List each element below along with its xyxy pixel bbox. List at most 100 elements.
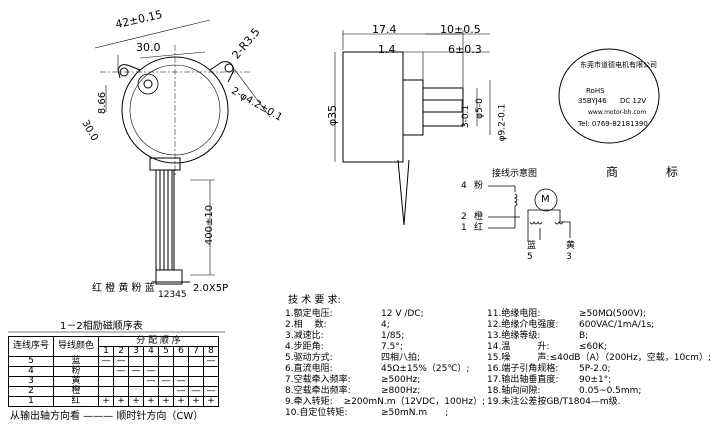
stamp-company: 东莞市道德电机有限公司 xyxy=(580,61,657,69)
dim-phi35: φ35 xyxy=(326,104,340,127)
step-header: 3 xyxy=(128,346,144,357)
dim-phi92: φ9.2-0.1 xyxy=(497,103,508,142)
spec-row: 15.噪 声:≤40dB（A）（200Hz，空载，10cm）; xyxy=(487,353,711,364)
wiring-left-color: 红 xyxy=(474,223,484,233)
wiring-bottom-num: 3 xyxy=(566,252,572,262)
table-title: 1－2相励磁顺序表 xyxy=(60,321,143,332)
step-header: 1 xyxy=(98,346,114,357)
spec-row: 6.直流电阻:45Ω±15%（25℃）; xyxy=(285,364,485,375)
row-color: 橙 xyxy=(53,386,99,397)
specs-right-list: 11.绝缘电阻: ≥50MΩ(500V); 12.绝缘介电强度: 600VAC/1mA… xyxy=(487,309,711,408)
row-color: 红 xyxy=(53,396,99,407)
wiring-diagram xyxy=(488,185,571,242)
wiring-left-num: 1 xyxy=(461,223,467,233)
spec-label: 7.空载牵入频率: xyxy=(285,375,351,385)
front-dimension-lines xyxy=(94,19,271,276)
dim-301: 3-0.1 xyxy=(461,104,472,129)
spec-value: ≥500Hz; xyxy=(381,375,421,385)
spec-row: 2.相 数: 4; xyxy=(285,320,485,331)
spec-value: B; xyxy=(579,331,589,341)
spec-label: 13.绝缘等级: xyxy=(487,331,541,341)
wiring-left-num: 2 xyxy=(461,212,467,222)
wiring-left-color: 橙 xyxy=(474,212,484,222)
spec-value: 1/85; xyxy=(381,331,405,341)
step-header: 5 xyxy=(158,346,174,357)
row-no: 5 xyxy=(8,356,54,367)
row-no: 2 xyxy=(8,386,54,397)
spec-value: 7.5°; xyxy=(381,342,403,352)
spec-label: 16.端子引角规格: xyxy=(487,364,559,374)
row-color: 蓝 xyxy=(53,356,99,367)
spec-row: 13.绝缘等级: B; xyxy=(487,331,711,342)
stamp-voltage: DC 12V xyxy=(620,97,647,105)
spec-label: 5.驱动方式: xyxy=(285,353,333,363)
wiring-title: 接线示意图 xyxy=(492,169,538,179)
row-color: 粉 xyxy=(53,366,99,377)
connector-label: 2.0X5P xyxy=(193,283,229,294)
spec-value: ≥50MΩ(500V); xyxy=(579,309,647,319)
stamp-model: 35BYJ46 xyxy=(578,97,607,105)
stamp-rohs: RoHS xyxy=(586,87,605,95)
step-header: 2 xyxy=(113,346,129,357)
dim-174: 17.4 xyxy=(372,23,397,36)
stamp-tel: Tel: 0769-82181390 xyxy=(578,120,648,128)
spec-row: 4.步距角: 7.5°; xyxy=(285,342,485,353)
spec-row: 5.驱动方式:四相八拍; xyxy=(285,353,485,364)
stamp-outline xyxy=(558,48,660,144)
spec-label: 12.绝缘介电强度: xyxy=(487,320,559,330)
spec-value: ≤40dB（A）（200Hz，空载，10cm）; xyxy=(549,353,711,363)
step-header: 8 xyxy=(203,346,219,357)
spec-value: 4; xyxy=(381,320,390,330)
spec-row: 18.轴向间隙:0.05~0.5mm; xyxy=(487,386,711,397)
dim-phi5: φ5-0 xyxy=(474,98,485,119)
spec-label: 1.额定电压: xyxy=(285,309,333,319)
spec-label: 3.减速比: xyxy=(285,331,324,341)
dim-14: 1.4 xyxy=(378,43,396,56)
spec-label: 11.绝缘电阻: xyxy=(487,309,541,319)
dim-30: 30.0 xyxy=(136,41,161,54)
col-header: 导线颜色 xyxy=(53,336,99,357)
dim-866: 8.66 xyxy=(97,91,109,115)
spec-value: 600VAC/1mA/1s; xyxy=(579,320,655,330)
spec-value: 12 V /DC; xyxy=(381,309,424,319)
spec-row: 7.空载牵入频率: ≥500Hz; xyxy=(285,375,485,386)
stamp-web: www.motor-bh.com xyxy=(588,109,647,116)
spec-label: 4.步距角: xyxy=(285,342,324,352)
spec-row: 9.牵入转矩:≥200mN.m（12VDC，100Hz）; xyxy=(285,397,485,408)
spec-label: 8.空载牵出频率: xyxy=(285,386,351,396)
wiring-bottom-num: 5 xyxy=(527,252,533,262)
trademark-label: 商 标 xyxy=(606,165,679,179)
spec-row: 12.绝缘介电强度: 600VAC/1mA/1s; xyxy=(487,320,711,331)
specs-title: 技 术 要 求: xyxy=(288,295,341,306)
row-no: 3 xyxy=(8,376,54,387)
spec-row: 8.空载牵出频率:≥800Hz; xyxy=(285,386,485,397)
specs-left-list: 1.额定电压:12 V /DC;2.相 数:4;3.减速比:1/85;4.步距角… xyxy=(285,309,485,419)
wiring-bottom-color: 黄 xyxy=(566,241,576,251)
spec-row: 17.输出轴垂直度: 90±1°; xyxy=(487,375,711,386)
wiring-left-color: 粉 xyxy=(474,181,484,191)
col-header: 连线序号 xyxy=(8,336,54,357)
wire-colors-label: 红 橙 黄 粉 蓝 xyxy=(92,283,155,294)
spec-value: ≥50mN.m ; xyxy=(381,408,449,418)
spec-row: 19.未注公差按GB/T1804—m级. xyxy=(487,397,711,408)
seq-header: 分 配 顺 序 xyxy=(98,336,219,347)
row-no: 1 xyxy=(8,396,54,407)
spec-row: 11.绝缘电阻: ≥50MΩ(500V); xyxy=(487,309,711,320)
dim-603: 6±0.3 xyxy=(448,43,482,56)
spec-value: ≤60K; xyxy=(579,342,607,352)
spec-label: 17.输出轴垂直度: xyxy=(487,375,559,385)
spec-row: 10.自定位转矩:≥50mN.m ; xyxy=(285,408,485,419)
spec-label: 2.相 数: xyxy=(285,320,327,330)
spec-value: 90±1°; xyxy=(579,375,612,385)
motor-front-view xyxy=(100,45,250,285)
spec-row: 1.额定电压: 12 V /DC; xyxy=(285,309,485,320)
spec-label: 9.牵入转矩: xyxy=(285,397,333,407)
motor-symbol: M xyxy=(541,194,550,205)
table-footer: 从输出轴方向看 ——— 顺时针方向（CW） xyxy=(10,411,204,422)
spec-value: 0.05~0.5mm; xyxy=(579,386,642,396)
